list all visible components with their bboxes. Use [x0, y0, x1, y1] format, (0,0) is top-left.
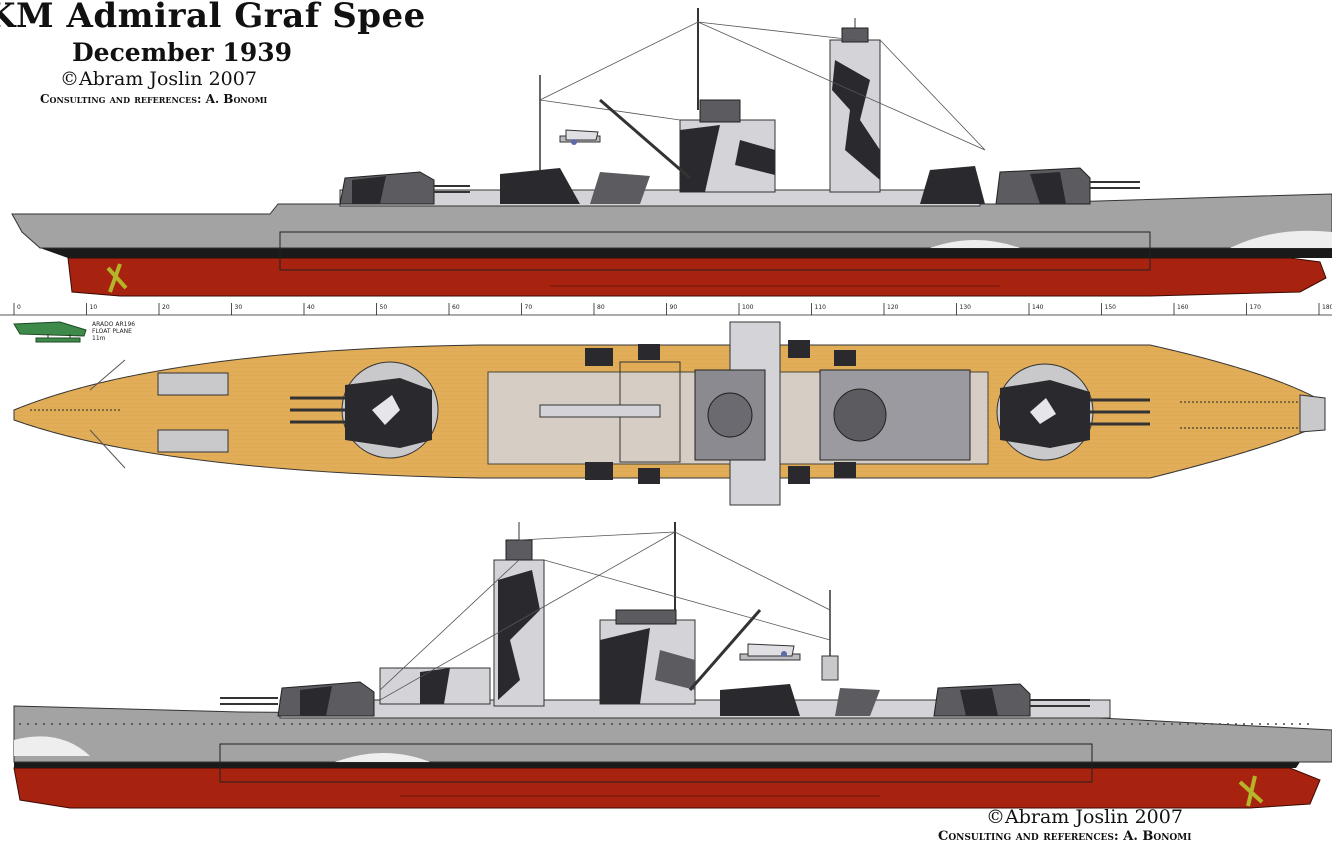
scale-tick-label: 150 — [1105, 304, 1117, 311]
scale-tick-label: 30 — [235, 304, 243, 311]
scale-tick-label: 140 — [1032, 304, 1044, 311]
drawing-subtitle: December 1939 — [72, 38, 293, 67]
scale-tick-label: 40 — [307, 304, 315, 311]
scale-tick-label: 10 — [90, 304, 98, 311]
armor-belt-outline-top — [279, 231, 1151, 271]
scale-tick-label: 180 — [1322, 304, 1332, 311]
scale-tick-label: 60 — [452, 304, 460, 311]
scale-tick-label: 90 — [670, 304, 678, 311]
scale-tick-label: 50 — [380, 304, 388, 311]
superstructure-top — [339, 8, 1140, 207]
propeller-top — [106, 263, 128, 293]
aircraft-bottom — [739, 643, 801, 661]
copyright-bottom: ©Abram Joslin 2007 — [986, 806, 1183, 828]
scale-tick-label: 20 — [162, 304, 170, 311]
aircraft-top — [559, 129, 601, 145]
aircraft-label: ARADO AR196 FLOAT PLANE 11m — [92, 321, 136, 342]
turret-aft-plan — [290, 361, 439, 459]
scale-tick-label: 110 — [815, 304, 827, 311]
title-block: KM Admiral Graf Spee December 1939 ©Abra… — [0, 0, 470, 112]
scale-tick-label: 130 — [960, 304, 972, 311]
propeller-bottom — [1238, 775, 1264, 807]
scale-tick-label: 70 — [525, 304, 533, 311]
scale-ruler: 0 10 20 30 40 50 60 70 80 90 100 110 120 130 140 150 160… — [0, 303, 1332, 316]
scale-tick-label: 0 — [17, 304, 21, 311]
scale-tick-label: 170 — [1250, 304, 1262, 311]
superstructure-bottom — [220, 522, 1111, 719]
profile-bottom — [13, 522, 1332, 809]
drawing-title: KM Admiral Graf Spee — [0, 0, 426, 36]
light-guns — [585, 340, 856, 484]
profile-top — [11, 8, 1332, 297]
turret-fwd-plan — [996, 363, 1150, 461]
armor-belt-outline-bottom — [219, 743, 1093, 783]
consulting-credit-bottom: Consulting and references: A. Bonomi — [938, 829, 1192, 844]
plan-view — [13, 321, 1326, 506]
hull-side-bottom — [13, 705, 1332, 763]
boot-topping-bottom — [14, 762, 1300, 768]
copyright-top: ©Abram Joslin 2007 — [60, 68, 257, 90]
scale-tick-label: 80 — [597, 304, 605, 311]
consulting-credit-top: Consulting and references: A. Bonomi — [40, 92, 268, 106]
scale-tick-label: 160 — [1177, 304, 1189, 311]
scale-ticks: 0 10 20 30 40 50 60 70 80 90 100 110 120 130 140 150 160… — [13, 303, 1332, 315]
aircraft-scale-icon — [13, 321, 87, 343]
scale-tick-label: 100 — [742, 304, 754, 311]
hull-underwater-bottom — [13, 767, 1321, 809]
hull-underwater-top — [67, 257, 1327, 297]
scale-tick-label: 120 — [887, 304, 899, 311]
boot-topping-top — [40, 248, 1332, 258]
